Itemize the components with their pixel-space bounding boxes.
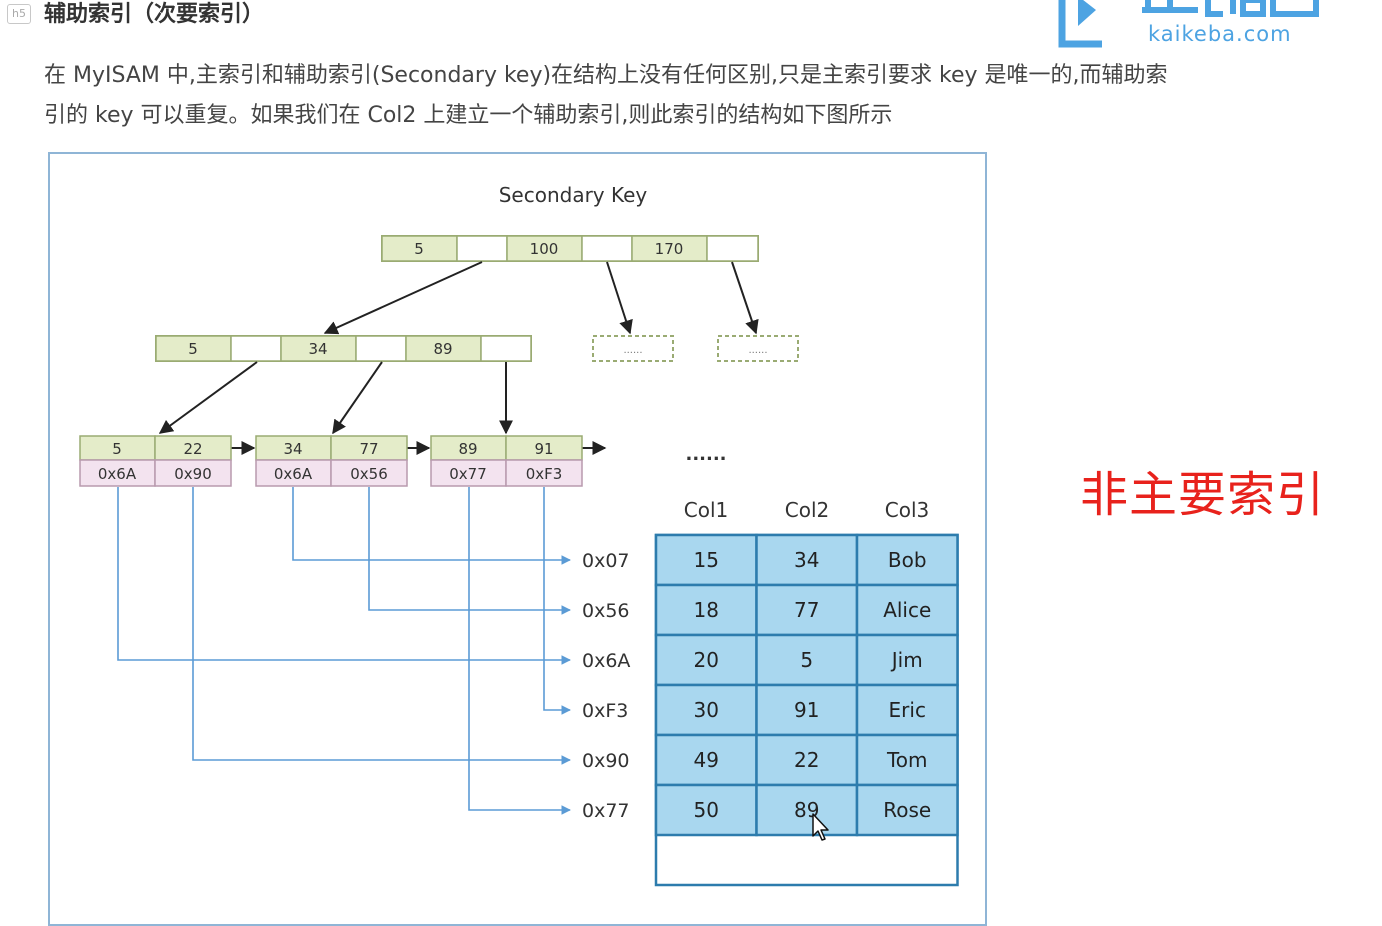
root-node: 5 100 170 xyxy=(381,235,759,262)
leaf3-ptr-2: 0xF3 xyxy=(526,465,563,483)
table-cell xyxy=(855,533,959,587)
address-0x07: 0x07 xyxy=(582,550,630,572)
table-cell xyxy=(855,633,959,687)
table-cell xyxy=(755,533,859,587)
table-cell xyxy=(755,683,859,737)
leaf-node-3: 89 91 0x77 0xF3 xyxy=(430,435,583,487)
table-cell xyxy=(654,733,758,787)
leaf1-ptr-2: 0x90 xyxy=(174,465,212,483)
address-labels: 0x07 0x56 0x6A 0xF3 0x90 0x77 xyxy=(582,550,630,822)
root-key-3: 170 xyxy=(655,240,684,258)
inner-key-2: 34 xyxy=(308,340,327,358)
table-row: 49 22 Tom xyxy=(654,733,959,787)
leaf3-key-2: 91 xyxy=(534,440,553,458)
table-header-col2: Col2 xyxy=(785,498,829,522)
paragraph-line-2: 引的 key 可以重复。如果我们在 Col2 上建立一个辅助索引,则此索引的结构… xyxy=(44,103,893,128)
heading-level-badge: h5 xyxy=(7,4,31,24)
table-cell-col2: 91 xyxy=(794,698,819,722)
table-cell-col2: 5 xyxy=(800,648,813,672)
tree-arrows xyxy=(158,261,759,455)
leaf1-key-2: 22 xyxy=(183,440,202,458)
table-cell xyxy=(755,733,859,787)
leaf3-ptr-1: 0x77 xyxy=(449,465,487,483)
paragraph-line-1: 在 MyISAM 中,主索引和辅助索引(Secondary key)在结构上没有… xyxy=(44,63,1168,88)
table-cell-col1: 15 xyxy=(694,548,719,572)
leaf2-ptr-2: 0x56 xyxy=(350,465,388,483)
table-row: 15 34 Bob xyxy=(654,533,959,587)
table-cell-col1: 20 xyxy=(694,648,719,672)
secondary-key-diagram: Secondary Key 5 100 170 5 34 89 xyxy=(79,183,959,887)
table-cell xyxy=(755,783,859,837)
leaf-node-1: 5 22 0x6A 0x90 xyxy=(79,435,232,487)
table-cell-col1: 18 xyxy=(694,598,719,622)
leaf3-key-1: 89 xyxy=(458,440,477,458)
table-header-col3: Col3 xyxy=(885,498,929,522)
address-0x6a: 0x6A xyxy=(582,650,630,672)
table-cell-col3: Eric xyxy=(889,698,926,722)
address-0x56: 0x56 xyxy=(582,600,630,622)
table-cell-col1: 49 xyxy=(694,748,719,772)
inner-node: 5 34 89 xyxy=(155,335,532,362)
inner-key-3: 89 xyxy=(433,340,452,358)
inner-key-1: 5 xyxy=(188,340,198,358)
kaikeba-logo xyxy=(1058,0,1328,50)
table-cell xyxy=(855,783,959,837)
root-key-2: 100 xyxy=(530,240,559,258)
table-cell-col1: 30 xyxy=(694,698,719,722)
side-annotation: 非主要索引 xyxy=(1080,467,1326,523)
placeholder-node-2: ...... xyxy=(717,335,799,362)
leaf1-ptr-1: 0x6A xyxy=(98,465,137,483)
table-cell-col3: Rose xyxy=(883,798,931,822)
more-leaves-ellipsis: ...... xyxy=(685,444,726,465)
address-0x77: 0x77 xyxy=(582,800,630,822)
table-cell-col2: 77 xyxy=(794,598,819,622)
table-cell-col3: Tom xyxy=(886,748,928,772)
leaf2-ptr-1: 0x6A xyxy=(274,465,313,483)
logo-icon xyxy=(1058,0,1319,48)
address-0xf3: 0xF3 xyxy=(582,700,628,722)
logo-domain-text: kaikeba.com xyxy=(1148,22,1292,46)
table-cell-col2: 34 xyxy=(794,548,819,572)
placeholder-node-1: ...... xyxy=(592,335,674,362)
table-cell-col3: Alice xyxy=(883,598,931,622)
table-row: 20 5 Jim xyxy=(654,633,959,687)
section-heading: 辅助索引（次要索引） xyxy=(44,2,265,27)
leaf2-key-2: 77 xyxy=(359,440,378,458)
table-cell-col3: Bob xyxy=(888,548,927,572)
data-table-headers: Col1 Col2 Col3 xyxy=(684,498,929,522)
pointer-connectors xyxy=(117,487,571,815)
table-row: 30 91 Eric xyxy=(654,683,959,737)
table-cell-col1: 50 xyxy=(694,798,719,822)
secondary-key-figure: Secondary Key 5 100 170 5 34 89 xyxy=(48,152,987,926)
svg-text:......: ...... xyxy=(748,345,767,356)
address-0x90: 0x90 xyxy=(582,750,630,772)
root-key-1: 5 xyxy=(414,240,424,258)
svg-text:......: ...... xyxy=(623,345,642,356)
table-header-col1: Col1 xyxy=(684,498,728,522)
mouse-cursor-icon xyxy=(812,813,829,841)
leaf2-key-1: 34 xyxy=(283,440,302,458)
body-paragraph: 在 MyISAM 中,主索引和辅助索引(Secondary key)在结构上没有… xyxy=(44,56,1284,136)
table-cell xyxy=(755,633,859,687)
table-cell-col2: 22 xyxy=(794,748,819,772)
table-cell xyxy=(855,733,959,787)
table-row: 18 77 Alice xyxy=(654,583,959,637)
diagram-title: Secondary Key xyxy=(499,183,648,207)
table-cell-col3: Jim xyxy=(890,648,923,672)
leaf1-key-1: 5 xyxy=(112,440,122,458)
leaf-node-2: 34 77 0x6A 0x56 xyxy=(255,435,408,487)
